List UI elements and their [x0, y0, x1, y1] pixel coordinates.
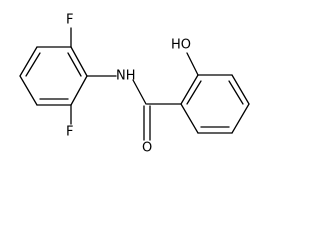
ring2-bond-c6-c1 — [180, 103, 199, 134]
ring1-bond-c6-c1 — [70, 75, 88, 106]
ring1-bond-c1-c2 — [70, 46, 88, 77]
ring1-double-c1-c2 — [67, 52, 82, 77]
bond-n-carbonyl — [132, 79, 147, 105]
atom-label-oh: HO — [171, 38, 191, 53]
ring2-double-c3-c4 — [228, 80, 244, 105]
ring1-bond-c3-c4 — [19, 46, 38, 77]
molecule-diagram: F F NH HO O — [19, 13, 250, 156]
difluorophenyl-ring — [19, 46, 88, 106]
ring1-bond-c4-c5 — [19, 75, 38, 106]
ring2-bond-c1-c2 — [180, 74, 199, 105]
atom-label-nh: NH — [116, 69, 136, 84]
hydroxyphenyl-ring — [180, 74, 250, 134]
structure-canvas: F F NH HO O — [19, 13, 250, 156]
ring2-bond-c4-c5 — [231, 103, 250, 134]
atom-label-f-bottom: F — [66, 125, 73, 140]
ring2-bond-c3-c4 — [231, 74, 250, 105]
ring1-double-c3-c4 — [25, 52, 41, 77]
ring2-double-c1-c2 — [186, 80, 202, 105]
atom-label-o: O — [142, 141, 152, 156]
bond-c2-oh — [186, 52, 199, 76]
atom-label-f-top: F — [66, 13, 73, 28]
